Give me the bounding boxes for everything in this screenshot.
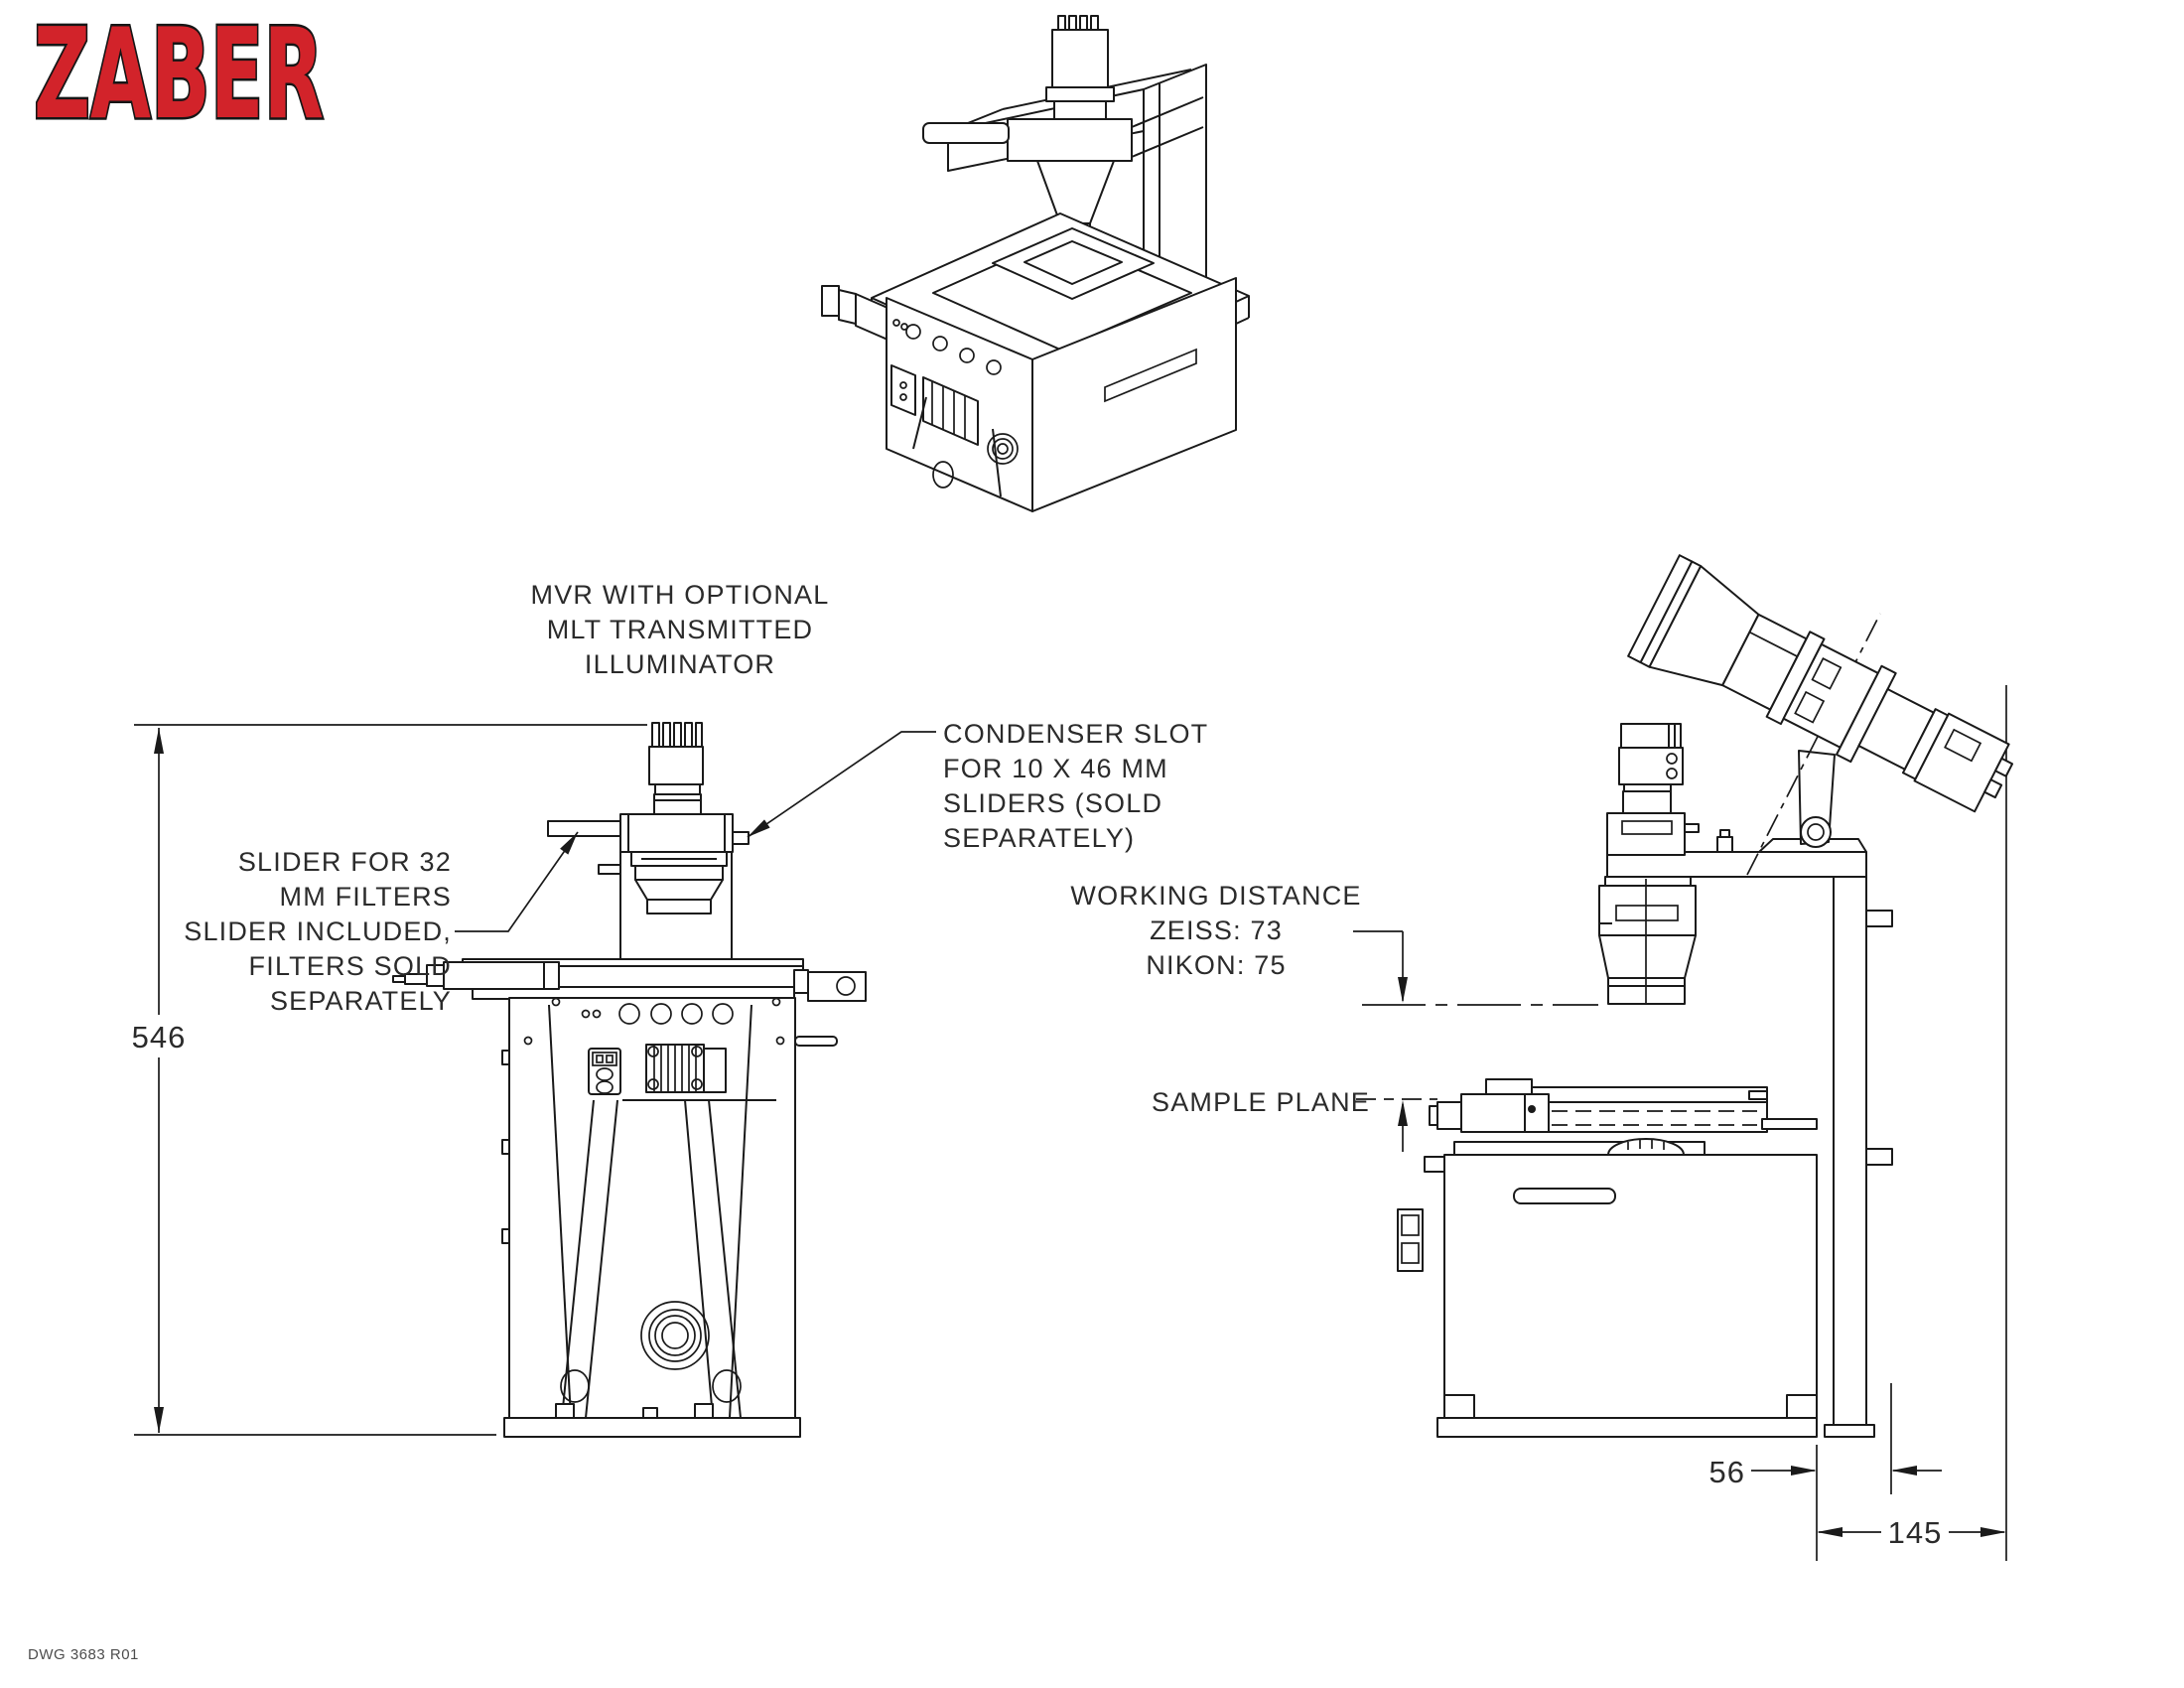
front-base: [501, 997, 801, 1438]
side-arm: [1606, 851, 1867, 878]
zaber-logo: ZABER: [32, 8, 327, 150]
front-condenser: [630, 851, 728, 914]
side-rod: [794, 1036, 838, 1047]
dimension-lines: [134, 685, 2007, 1561]
side-view: [1397, 554, 2014, 1438]
working-distance-line3: NIKON: 75: [1146, 950, 1287, 980]
slider-note-line5: SEPARATELY: [269, 986, 452, 1016]
drawing-number: DWG 3683 R01: [28, 1646, 139, 1663]
slider-note-line1: SLIDER FOR 32: [237, 847, 452, 877]
side-illuminator: [1606, 723, 1733, 856]
filter-slider-arm: [547, 820, 621, 837]
front-illuminator: [547, 722, 750, 875]
heatsink: [645, 1044, 705, 1093]
iso-caption-line1: MVR WITH OPTIONAL: [530, 580, 830, 610]
condenser-note-line2: FOR 10 X 46 MM: [943, 754, 1168, 783]
side-column: [1833, 876, 1867, 1426]
slider-note: SLIDER FOR 32 MM FILTERS SLIDER INCLUDED…: [134, 845, 452, 1019]
condenser-note-line1: CONDENSER SLOT: [943, 719, 1209, 749]
zaber-logo-text: ZABER: [34, 8, 324, 147]
dim-base-to-tab: 56: [1708, 1455, 1745, 1489]
slider-note-line3: SLIDER INCLUDED,: [184, 916, 452, 946]
side-base: [1397, 1154, 1818, 1438]
dim-base-to-camera: 145: [1887, 1515, 1943, 1550]
isometric-view: [821, 15, 1250, 512]
leader-lines: [455, 731, 936, 932]
slider-leader: [455, 831, 579, 932]
side-stage: [1429, 1078, 1818, 1156]
front-view: [392, 722, 867, 1438]
iso-caption-line2: MLT TRANSMITTED: [546, 615, 814, 644]
working-distance-line2: ZEISS: 73: [1150, 915, 1283, 945]
slider-note-line2: MM FILTERS: [279, 882, 452, 912]
condenser-note-line3: SLIDERS (SOLD: [943, 788, 1163, 818]
iso-caption-line3: ILLUMINATOR: [584, 649, 776, 679]
condenser-leader: [747, 731, 936, 838]
iso-caption: MVR WITH OPTIONAL MLT TRANSMITTED ILLUMI…: [496, 578, 864, 682]
iso-base: [886, 277, 1237, 512]
condenser-note-line4: SEPARATELY): [943, 823, 1136, 853]
side-condenser: [1598, 876, 1697, 1005]
iso-illuminator: [922, 15, 1204, 257]
working-distance-line1: WORKING DISTANCE: [1070, 881, 1362, 911]
slider-note-line4: FILTERS SOLD: [248, 951, 452, 981]
condenser-slot: [732, 831, 750, 845]
front-stage: [392, 958, 867, 1047]
working-distance-note: WORKING DISTANCE ZEISS: 73 NIKON: 75: [1062, 879, 1370, 983]
dim-overall-height: 546: [131, 1020, 187, 1055]
side-camera-assembly: [1627, 554, 2014, 876]
sample-plane-label: SAMPLE PLANE: [1152, 1087, 1370, 1117]
condenser-note: CONDENSER SLOT FOR 10 X 46 MM SLIDERS (S…: [943, 717, 1208, 856]
